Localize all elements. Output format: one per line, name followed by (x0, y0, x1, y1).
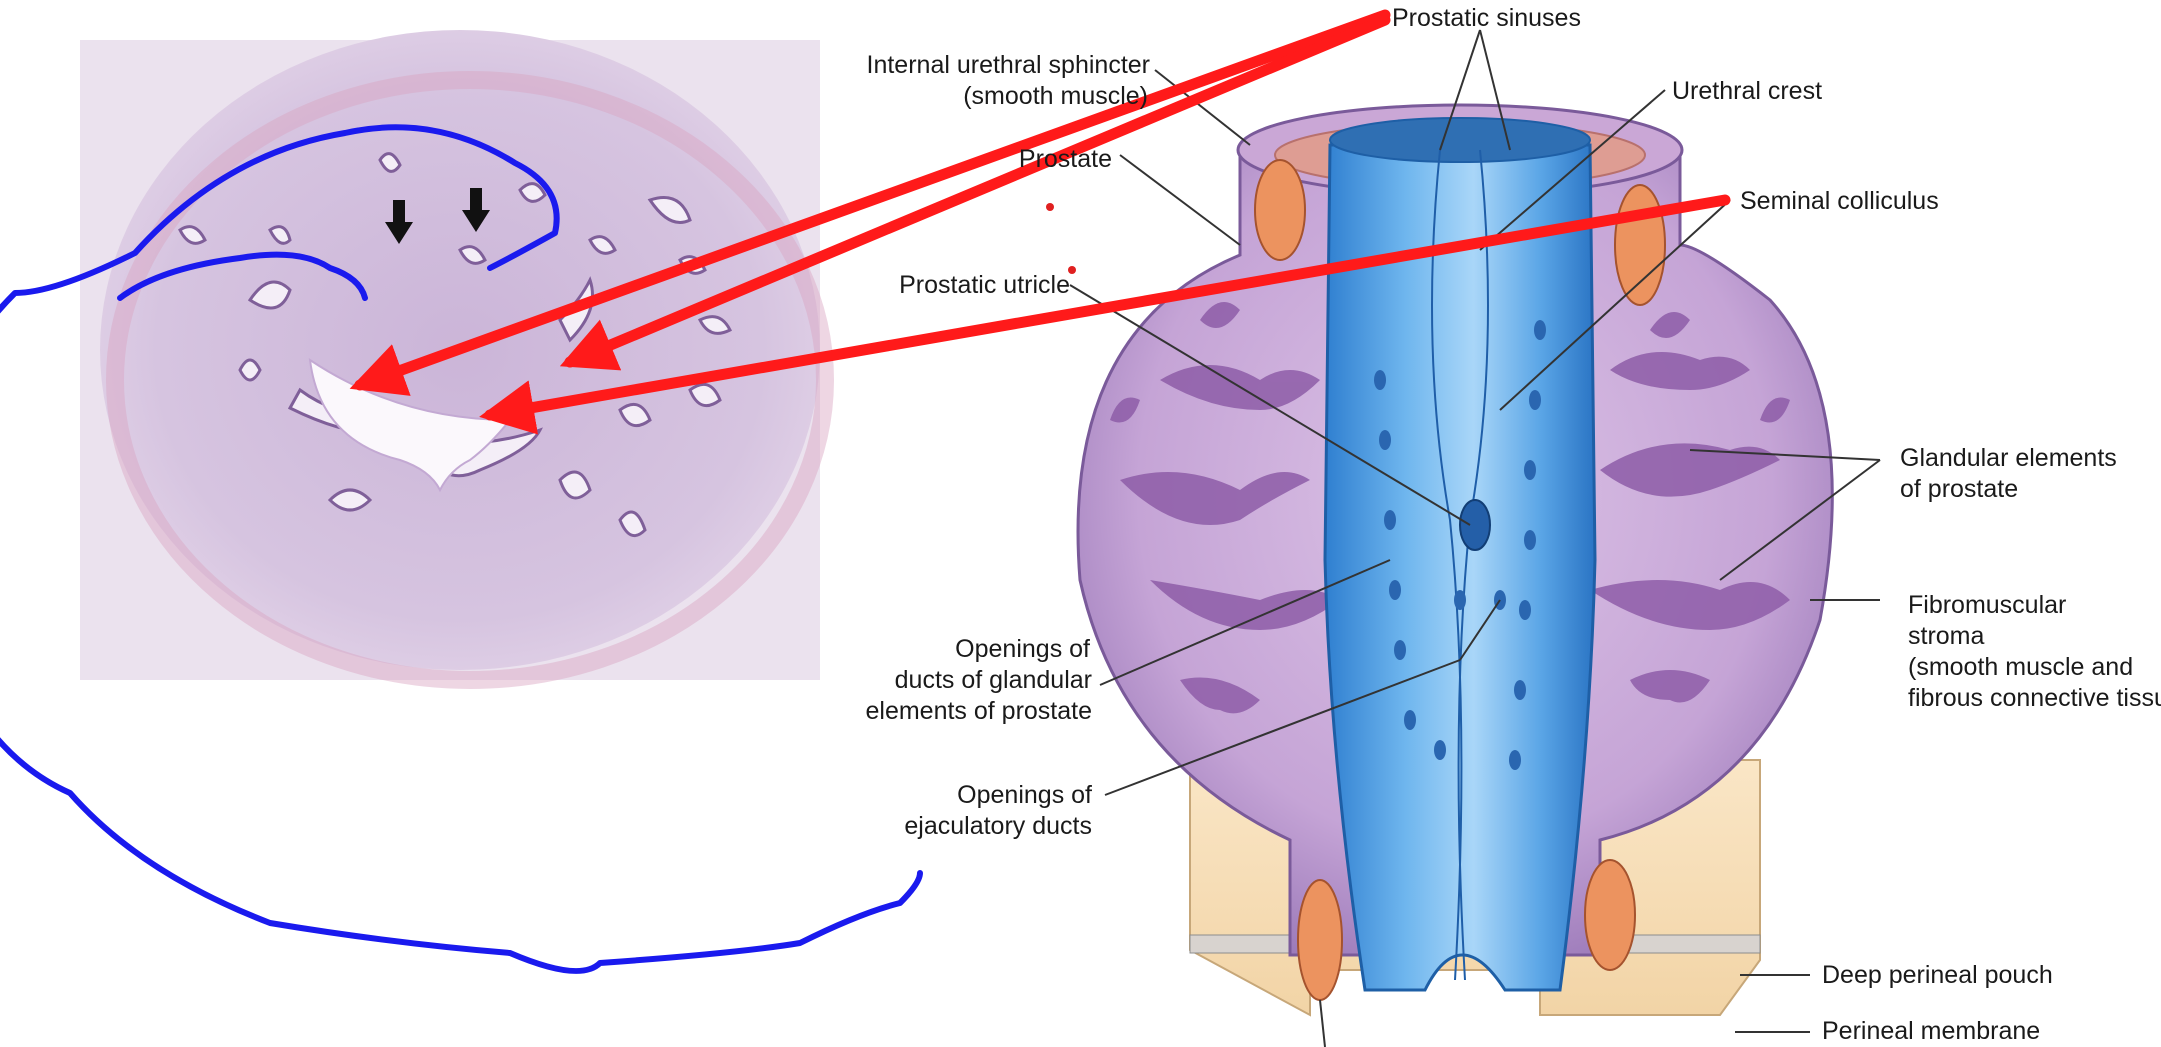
label-prostatic-sinuses: Prostatic sinuses (1392, 3, 1581, 34)
label-seminal-colliculus: Seminal colliculus (1740, 186, 1939, 217)
label-fibromuscular-line1: Fibromuscular (1908, 590, 2066, 621)
label-glandular-elements-line1: Glandular elements (1900, 443, 2117, 474)
label-internal-urethral-sphincter-line2: (smooth muscle) (860, 81, 1148, 112)
label-openings-glandular-line2: ducts of glandular (840, 665, 1092, 696)
urethra-top-opening (1330, 118, 1590, 162)
label-openings-glandular-line1: Openings of (840, 634, 1090, 665)
red-dot-1 (1046, 203, 1054, 211)
prostate-diagram (1070, 30, 1880, 1047)
label-glandular-elements-line2: of prostate (1900, 474, 2018, 505)
label-perineal-membrane: Perineal membrane (1822, 1016, 2040, 1047)
label-fibromuscular-line4: fibrous connective tissue (1908, 683, 2161, 714)
label-openings-glandular-line3: elements of prostate (840, 696, 1092, 727)
prostatic-utricle-opening (1460, 500, 1490, 550)
label-internal-urethral-sphincter-line1: Internal urethral sphincter (860, 50, 1150, 81)
label-fibromuscular-line2: stroma (1908, 621, 1984, 652)
label-prostatic-utricle: Prostatic utricle (860, 270, 1070, 301)
label-prostate: Prostate (960, 144, 1112, 175)
label-urethral-crest: Urethral crest (1672, 76, 1822, 107)
label-fibromuscular-line3: (smooth muscle and (1908, 652, 2133, 683)
label-deep-perineal-pouch: Deep perineal pouch (1822, 960, 2053, 991)
label-openings-ejaculatory-line2: ejaculatory ducts (860, 811, 1092, 842)
label-openings-ejaculatory-line1: Openings of (860, 780, 1092, 811)
